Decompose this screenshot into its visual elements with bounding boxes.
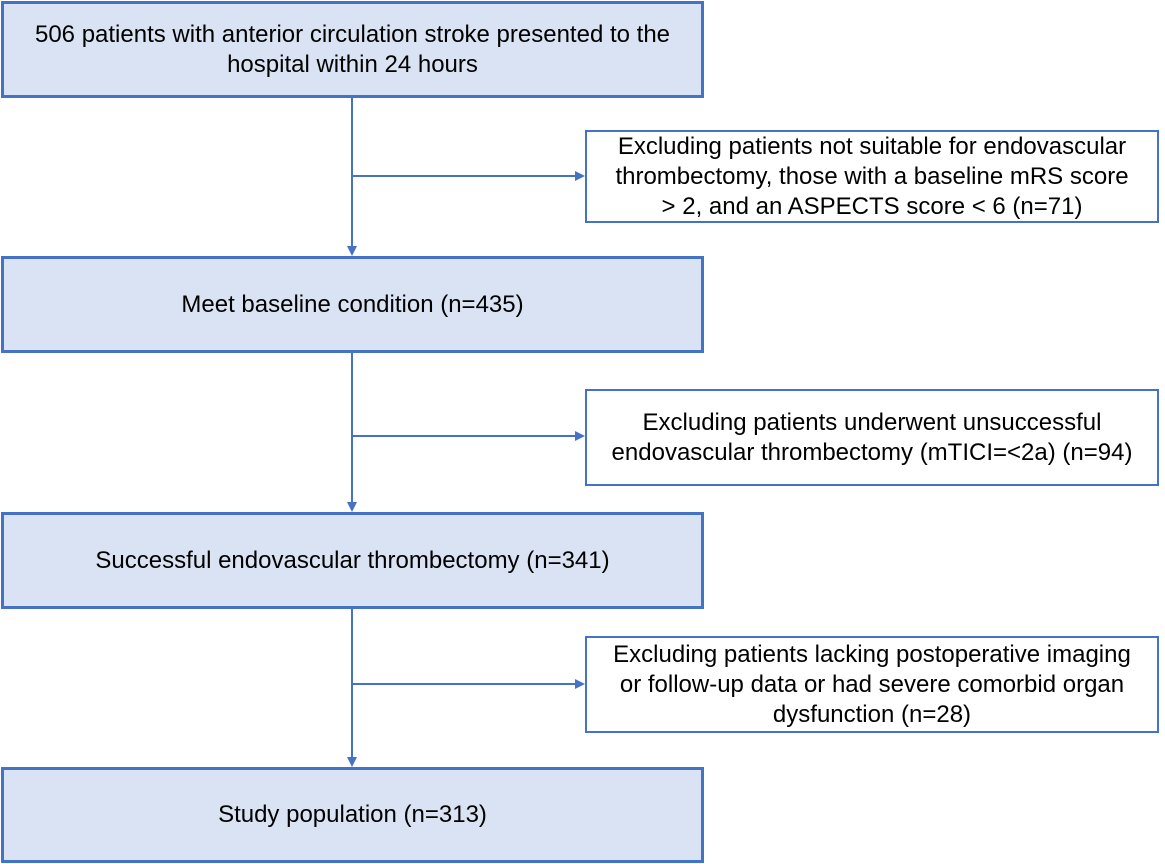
exclusion-box-2: Excluding patients underwent unsuccessfu… <box>585 389 1159 486</box>
exclusion-box-3: Excluding patients lacking postoperative… <box>585 636 1159 733</box>
exclusion-box-1: Excluding patients not suitable for endo… <box>585 130 1159 223</box>
step-initial-cohort-text: 506 patients with anterior circulation s… <box>34 20 671 78</box>
step-baseline-condition-text: Meet baseline condition (n=435) <box>181 290 524 318</box>
exclusion-box-2-text: Excluding patients underwent unsuccessfu… <box>611 408 1133 466</box>
step-baseline-condition: Meet baseline condition (n=435) <box>1 256 704 353</box>
step-successful-thrombectomy-text: Successful endovascular thrombectomy (n=… <box>95 546 610 574</box>
exclusion-box-3-text: Excluding patients lacking postoperative… <box>613 640 1131 728</box>
step-initial-cohort: 506 patients with anterior circulation s… <box>1 1 704 98</box>
step-study-population-text: Study population (n=313) <box>218 801 487 828</box>
exclusion-box-1-text: Excluding patients not suitable for endo… <box>615 132 1129 220</box>
step-study-population: Study population (n=313) <box>1 767 704 863</box>
step-successful-thrombectomy: Successful endovascular thrombectomy (n=… <box>1 512 704 609</box>
